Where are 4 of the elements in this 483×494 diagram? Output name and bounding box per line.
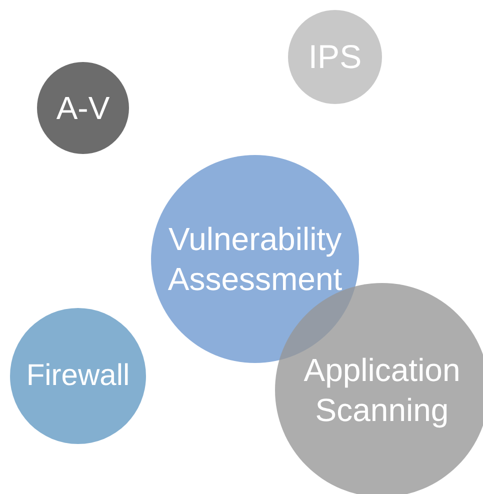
circle-label: A-V [56, 89, 110, 128]
circle-label: Firewall [26, 358, 130, 394]
circle-label: Application Scanning [302, 351, 462, 430]
circle-label: Vulnerability Assessment [166, 220, 344, 299]
